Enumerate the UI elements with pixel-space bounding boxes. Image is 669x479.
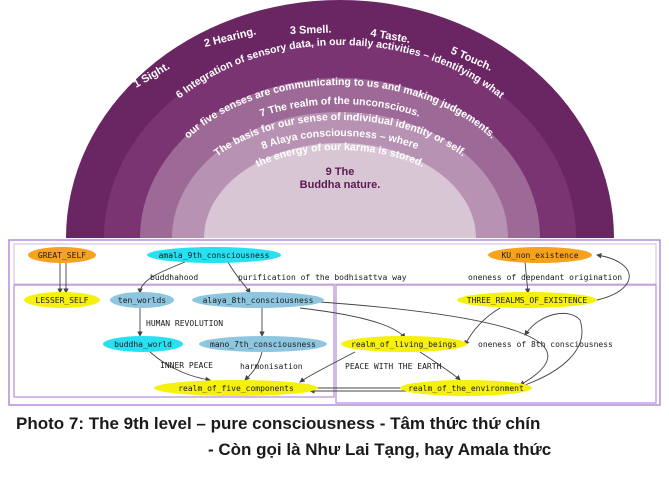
edge-label-harmonisation: harmonisation <box>240 362 303 371</box>
edge-mano-five <box>244 351 263 381</box>
node-five-components: realm_of_five_components <box>154 380 318 396</box>
svg-text:THREE_REALMS_OF_EXISTENCE: THREE_REALMS_OF_EXISTENCE <box>467 296 588 305</box>
node-three-realms: THREE_REALMS_OF_EXISTENCE <box>457 292 597 308</box>
edge-env-living-loop <box>524 312 583 386</box>
svg-text:amala_9th_consciousness: amala_9th_consciousness <box>159 251 270 260</box>
node-buddha-world: buddha_world <box>103 336 183 352</box>
edge-three-ku-loop <box>596 253 630 301</box>
edge-label-human-revolution: HUMAN REVOLUTION <box>146 319 223 328</box>
edge-amala-ten <box>137 261 186 294</box>
node-ten-worlds: ten_worlds <box>110 292 174 308</box>
edge-label-buddhahood: buddhahood <box>150 273 198 282</box>
inner-frame-right <box>335 284 657 404</box>
svg-text:KU_non_existence: KU_non_existence <box>501 251 578 260</box>
node-lesser-self: LESSER_SELF <box>24 292 100 308</box>
graph-nodes: GREAT_SELF amala_9th_consciousness KU_no… <box>24 247 597 396</box>
graph-edge-labels: buddhahood purification of the bodhisatt… <box>146 273 622 371</box>
label-smell: 3 Smell. <box>290 24 332 37</box>
inner-frame-left <box>13 284 335 398</box>
inner-frame-top <box>13 243 657 285</box>
svg-text:realm_of_living_beings: realm_of_living_beings <box>351 340 457 349</box>
edge-label-peace-earth: PEACE WITH THE EARTH <box>345 362 442 371</box>
node-living-beings: realm_of_living_beings <box>341 336 467 352</box>
graph-edges <box>57 253 630 394</box>
edge-living-env <box>419 351 461 381</box>
svg-text:GREAT_SELF: GREAT_SELF <box>38 251 86 260</box>
label-level-9-line-1: 9 The <box>326 166 355 178</box>
svg-text:realm_of_five_components: realm_of_five_components <box>178 384 294 393</box>
caption-line-2: - Còn gọi là Như Lai Tạng, hay Amala thứ… <box>208 440 552 459</box>
edge-label-inner-peace: INNER PEACE <box>160 361 213 370</box>
node-environment: realm_of_the_environment <box>400 380 532 396</box>
edge-label-purification: purification of the bodhisattva way <box>238 273 407 282</box>
edge-living-five <box>299 351 356 383</box>
edge-alaya-env <box>319 301 549 386</box>
ring-9 <box>204 143 476 238</box>
svg-text:LESSER_SELF: LESSER_SELF <box>36 296 89 305</box>
node-alaya: alaya_8th_consciousness <box>192 292 324 308</box>
svg-text:buddha_world: buddha_world <box>114 340 172 349</box>
edge-label-dependant: oneness of dependant origination <box>468 273 622 282</box>
svg-text:realm_of_the_environment: realm_of_the_environment <box>408 384 524 393</box>
caption-line-1: Photo 7: The 9th level – pure consciousn… <box>16 414 541 433</box>
svg-text:mano_7th_consciousness: mano_7th_consciousness <box>210 340 316 349</box>
edge-alaya-living <box>299 307 406 339</box>
edge-amala-alaya <box>227 261 251 294</box>
edge-ku-three <box>524 261 531 294</box>
label-level-9-line-2: Buddha nature. <box>300 179 381 191</box>
node-great-self: GREAT_SELF <box>28 247 96 263</box>
outer-frame <box>8 239 661 406</box>
edge-buddha-five <box>149 351 211 383</box>
edge-three-living <box>464 307 501 346</box>
node-amala: amala_9th_consciousness <box>147 247 281 263</box>
node-mano: mano_7th_consciousness <box>199 336 327 352</box>
node-ku: KU_non_existence <box>488 247 592 263</box>
graph-frames <box>8 239 661 406</box>
svg-text:alaya_8th_consciousness: alaya_8th_consciousness <box>203 296 314 305</box>
edge-label-oneness-8th: oneness of 8th consciousness <box>478 340 613 349</box>
svg-text:ten_worlds: ten_worlds <box>118 296 166 305</box>
consciousness-rings <box>66 0 614 238</box>
ring-9-label: 9 The Buddha nature. <box>300 166 381 191</box>
